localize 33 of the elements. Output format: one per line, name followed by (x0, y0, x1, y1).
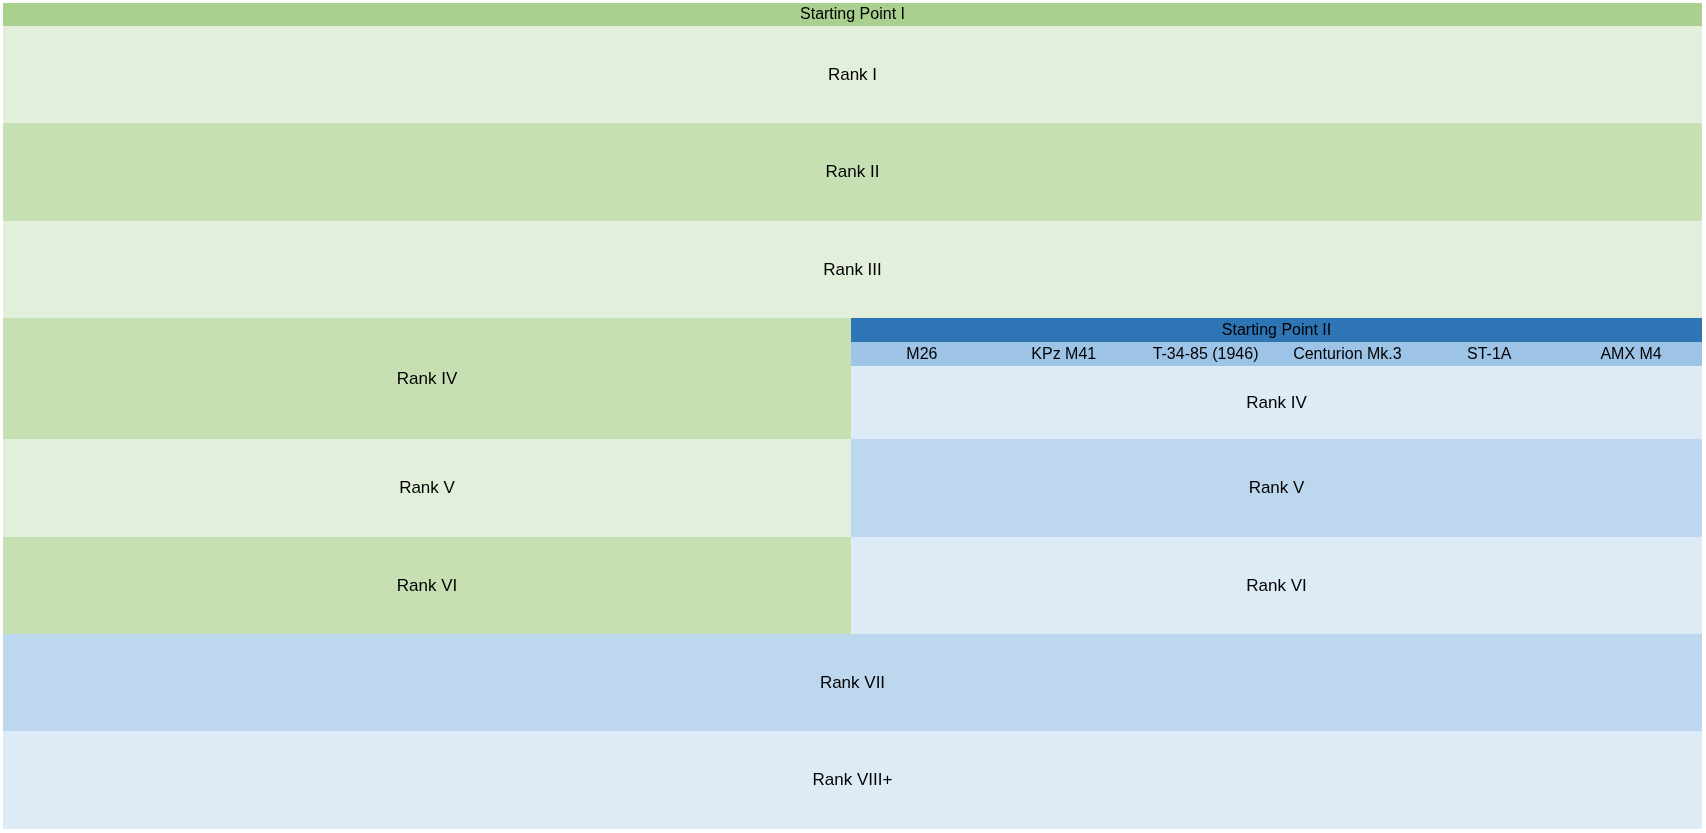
vehicle-name: ST-1A (1467, 344, 1512, 364)
rank-label: Rank V (399, 478, 455, 498)
vehicle-header-row (851, 342, 1702, 366)
rank-band (3, 537, 851, 634)
vehicle-name: T-34-85 (1946) (1152, 344, 1259, 364)
rank-band (3, 731, 1702, 829)
rank-band (3, 318, 851, 439)
vehicle-name: Centurion Mk.3 (1293, 344, 1402, 364)
rank-band (3, 439, 851, 537)
starting-point-label: Starting Point II (1221, 320, 1332, 340)
starting-point-band (851, 318, 1702, 342)
rank-label: Rank V (1248, 478, 1305, 498)
vehicle-name: AMX M4 (1600, 344, 1662, 364)
rank-label: Rank IV (1246, 392, 1307, 413)
rank-label: Rank I (827, 64, 878, 85)
vehicle-name: KPz M41 (1031, 344, 1097, 364)
rank-label: Rank VII (819, 672, 886, 693)
rank-label: Rank II (825, 162, 880, 182)
rank-band (851, 537, 1702, 634)
rank-band (851, 439, 1702, 537)
rank-label: Rank VIII+ (812, 770, 893, 790)
starting-point-band (3, 3, 1702, 26)
starting-point-label: Starting Point I (800, 5, 905, 24)
rank-band (3, 123, 1702, 221)
rank-band (3, 634, 1702, 731)
rank-label: Rank VI (396, 575, 458, 596)
rank-label: Rank VI (1246, 575, 1307, 596)
rank-band (851, 366, 1702, 439)
rank-label: Rank III (823, 259, 882, 280)
vehicle-name: M26 (906, 344, 938, 364)
rank-label: Rank IV (396, 368, 458, 389)
rank-band (3, 221, 1702, 318)
rank-band (3, 26, 1702, 123)
